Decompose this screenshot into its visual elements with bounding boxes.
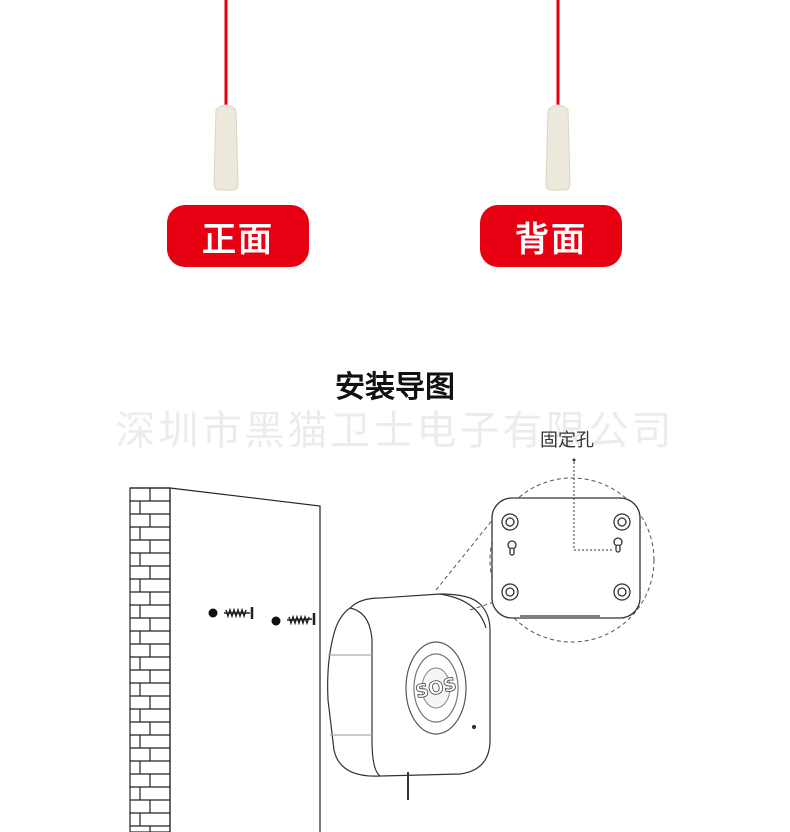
brick-wall: [129, 487, 321, 832]
device-back-detail: [491, 497, 641, 619]
fixing-hole-pointer: [572, 458, 612, 551]
back-label: 背面: [480, 205, 622, 267]
fixing-hole-label: 固定孔: [540, 430, 594, 451]
company-watermark: 深圳市黑猫卫士电子有限公司: [115, 408, 675, 454]
back-pull-cord: [545, 0, 571, 191]
front-label: 正面: [167, 205, 309, 267]
installation-guide-title: 安装导图: [335, 370, 455, 405]
front-pull-cord: [213, 0, 239, 191]
wall-screws: [208, 607, 316, 626]
sos-device: [327, 593, 491, 800]
zoom-callout: [435, 477, 655, 643]
